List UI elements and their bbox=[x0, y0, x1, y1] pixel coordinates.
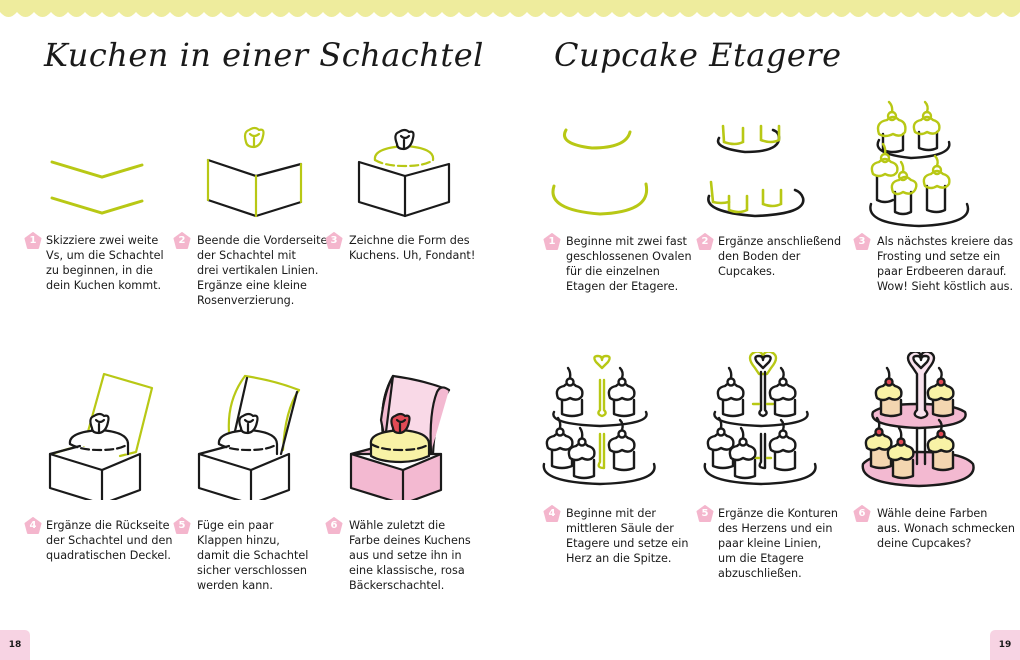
step-number-badge: 2 bbox=[173, 232, 191, 250]
step-number-badge: 4 bbox=[24, 517, 42, 535]
step-number-badge: 1 bbox=[543, 233, 561, 251]
page-number: 18 bbox=[0, 630, 30, 660]
etagere-pillar-heart-illustration bbox=[542, 354, 656, 486]
box-back-lid-illustration bbox=[48, 372, 154, 500]
step-number-badge: 5 bbox=[696, 505, 714, 523]
page-title: Cupcake Etagere bbox=[554, 36, 842, 74]
box-flaps-illustration bbox=[197, 374, 301, 500]
page-number: 19 bbox=[990, 630, 1020, 660]
step-number-badge: 1 bbox=[24, 232, 42, 250]
step-number-badge: 3 bbox=[853, 233, 871, 251]
step-number-badge: 5 bbox=[173, 517, 191, 535]
page-title: Kuchen in einer Schachtel bbox=[44, 36, 484, 74]
step-number-badge: 6 bbox=[853, 505, 871, 523]
box-front-rose-illustration bbox=[206, 126, 303, 218]
left-page: Kuchen in einer Schachtel 1 Skizziere zw… bbox=[0, 36, 484, 660]
box-cake-shape-illustration bbox=[357, 128, 451, 218]
step-number-badge: 4 bbox=[543, 505, 561, 523]
step-number-badge: 2 bbox=[696, 233, 714, 251]
cupcake-frosting-illustration bbox=[869, 100, 970, 228]
step-number-badge: 6 bbox=[325, 517, 343, 535]
pink-bakery-box-illustration bbox=[349, 374, 451, 500]
etagere-heart-outline-illustration bbox=[703, 352, 817, 486]
colored-etagere-illustration bbox=[861, 352, 975, 488]
step-number-badge: 3 bbox=[325, 232, 343, 250]
cupcake-bases-illustration bbox=[707, 124, 805, 218]
scalloped-border bbox=[0, 0, 1020, 17]
two-ovals-illustration bbox=[551, 128, 649, 216]
box-v-lines-illustration bbox=[50, 160, 144, 215]
